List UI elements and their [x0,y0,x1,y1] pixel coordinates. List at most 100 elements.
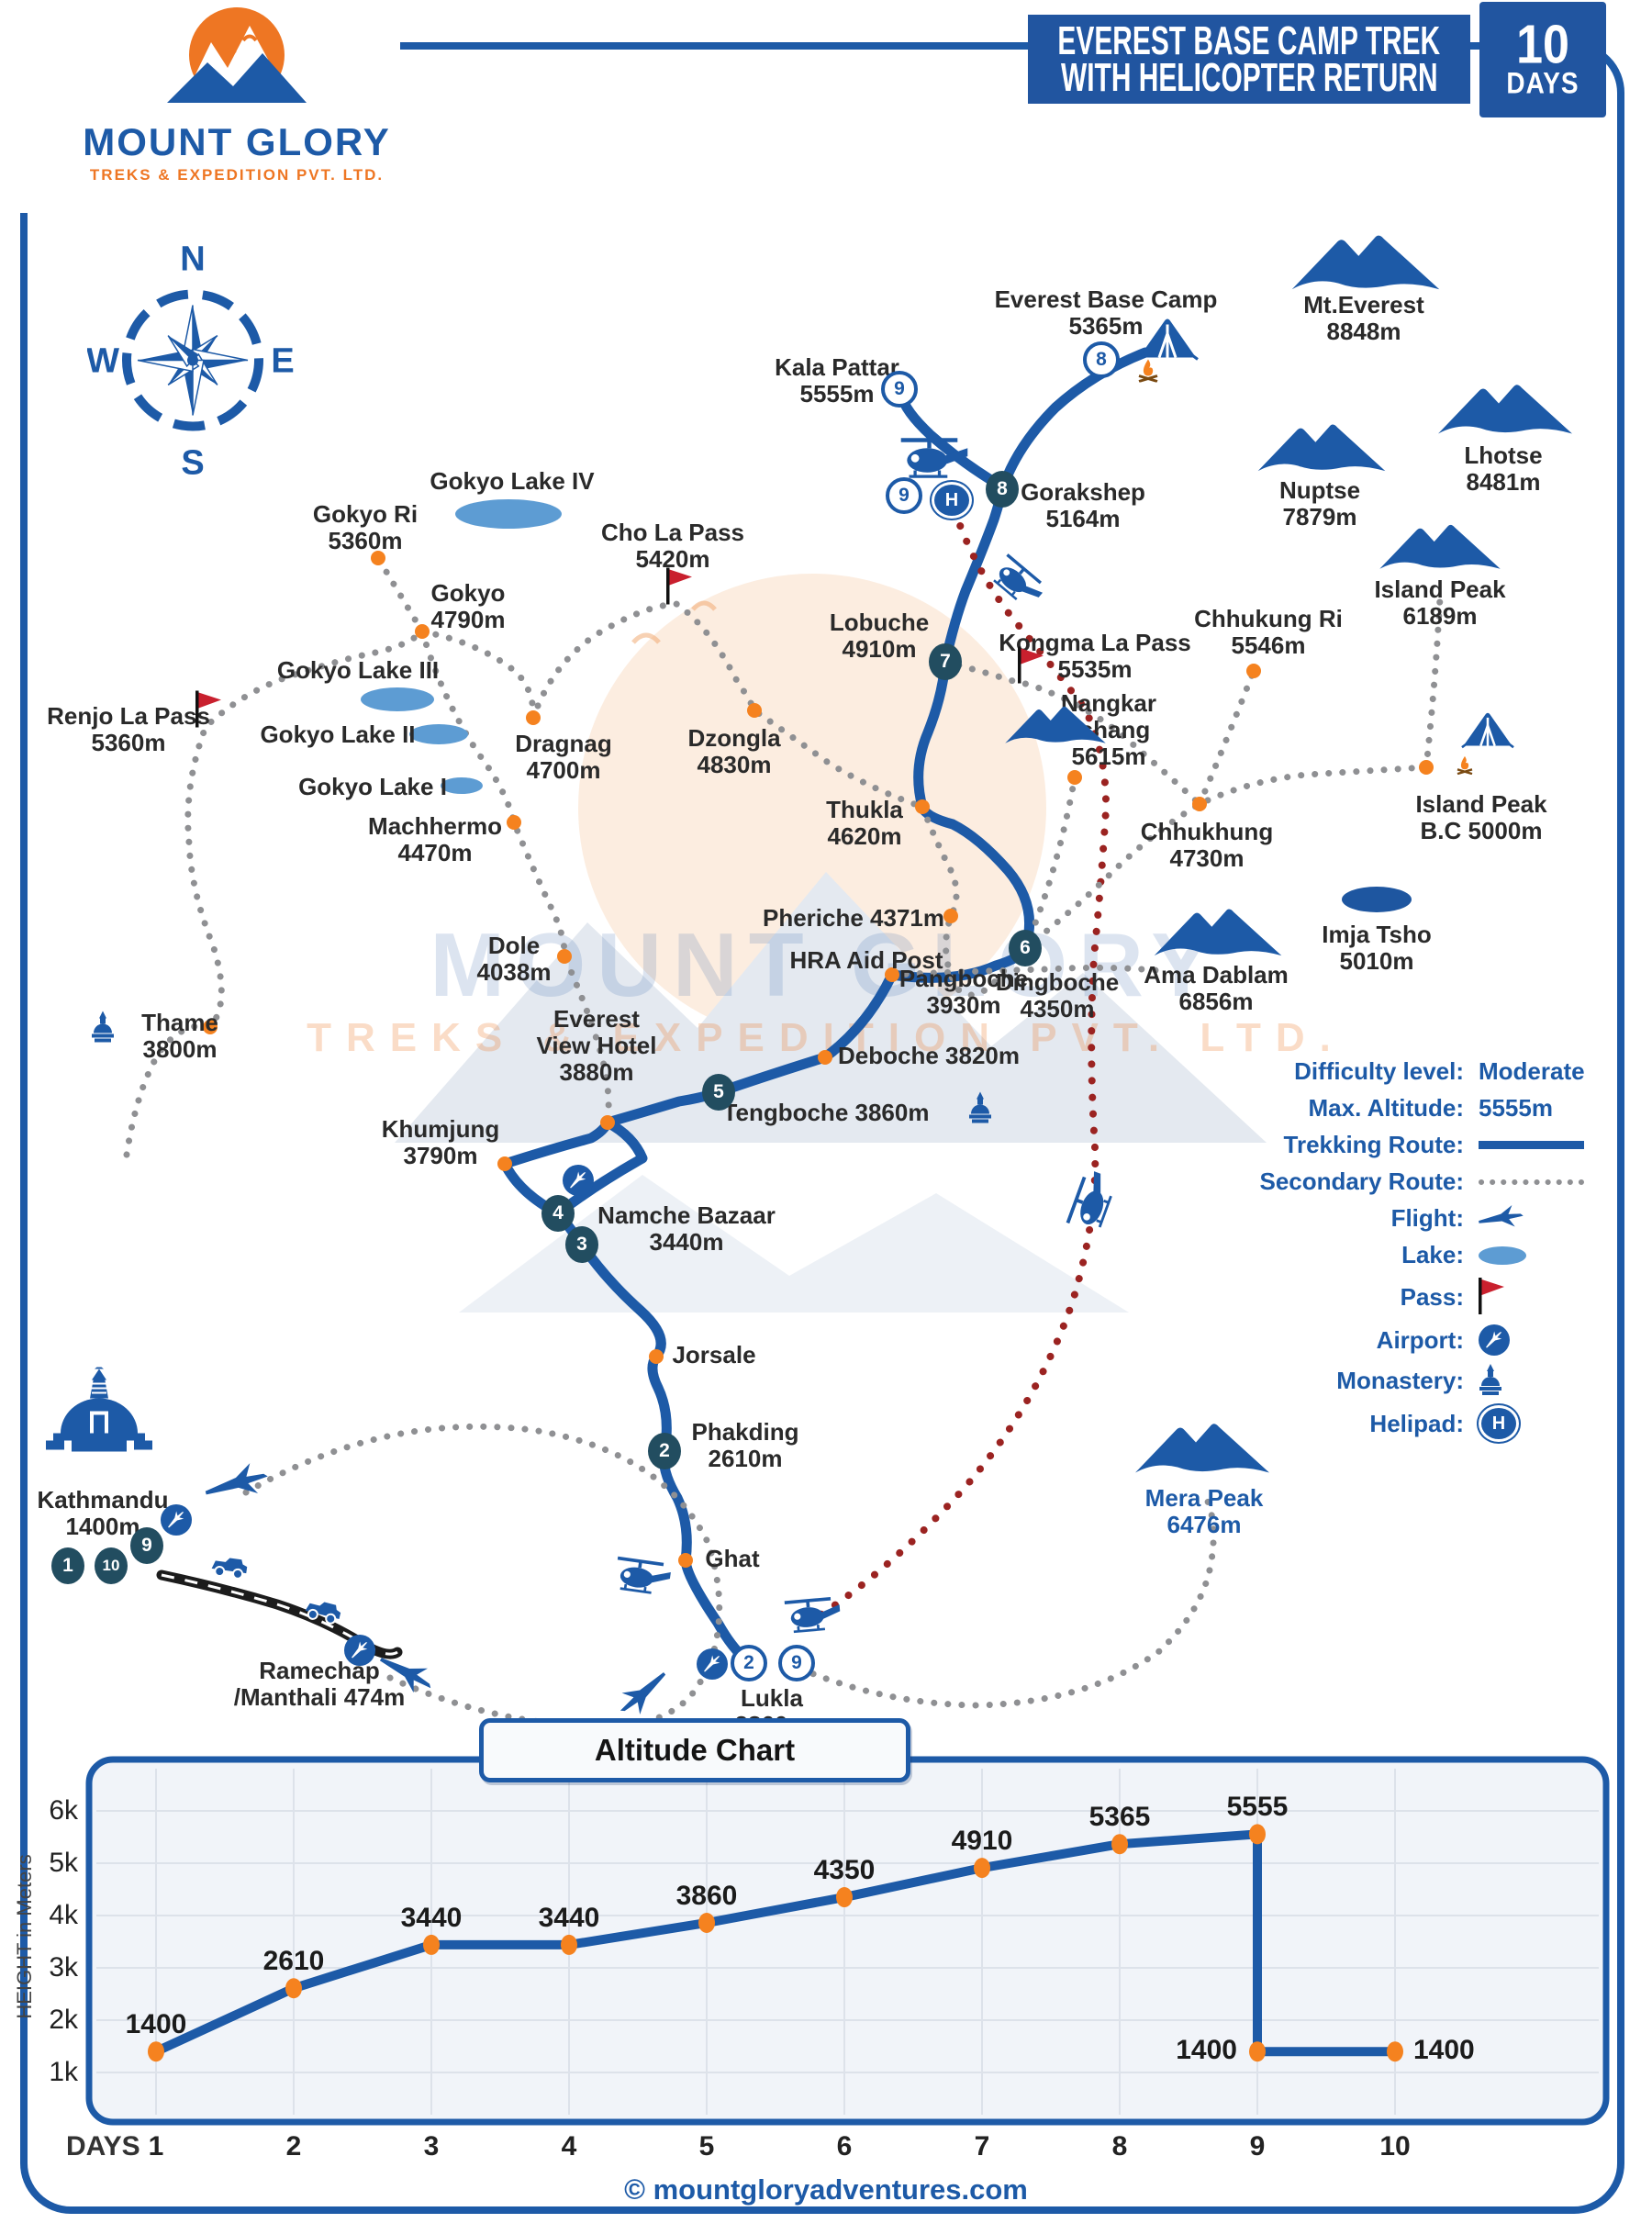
legend-row-airport-: Airport: [1257,1324,1606,1356]
chart-point-day7 [974,1858,990,1879]
secondary-chhukung-ri [1196,667,1257,808]
chart-point-label: 3440 [400,1902,463,1933]
syangboche-airport-icon [563,1165,594,1196]
duration-word: DAYS [1506,66,1579,100]
chart-point-label: 2610 [262,1946,325,1977]
label-gokyo-lake-1: Gokyo Lake I [298,773,447,800]
chart-ytick-5k: 5k [49,1848,78,1878]
chart-point-label: 5555 [1226,1792,1289,1823]
chart-xtick-day3: 3 [423,2131,440,2162]
ipbc-campfire-icon [1456,755,1475,779]
day-marker-2: 2 [648,1433,681,1469]
legend-row-flight-: Flight: [1257,1204,1606,1233]
legend-row-difficulty-level-: Difficulty level:Moderate [1257,1057,1606,1086]
chart-xtick-day6: 6 [836,2131,853,2162]
chart-point-day1 [148,2041,164,2062]
label-gokyo-lake-2: Gokyo Lake II [260,721,416,748]
legend-value [1479,1364,1502,1397]
day-marker-9: 9 [881,371,918,408]
chart-ytick-4k: 4k [49,1900,78,1930]
label-gokyo-lake-4: Gokyo Lake IV [430,467,595,495]
chart-box [85,1756,1610,2126]
legend-row-trekking-route-: Trekking Route: [1257,1131,1606,1159]
gokyo-ri-dot [371,551,385,565]
chart-ytick-6k: 6k [49,1795,78,1826]
secondary-kongma-la [942,658,1203,808]
pangboche-dot [885,967,899,982]
kathmandu-stupa-icon [44,1365,154,1464]
secondary-ramechap-flight [386,1669,709,1730]
day-marker-9: 9 [778,1645,815,1681]
nuptse-icon [1256,420,1388,479]
day-marker-8: 8 [986,471,1019,508]
jorsale-dot [649,1349,664,1364]
chart-point-day4 [561,1934,577,1955]
ktm-plane-icon [205,1463,269,1508]
ghat-heli-icon [612,1556,674,1603]
legend-value [1479,1204,1524,1232]
chart-xtick-day10: 10 [1379,2131,1411,2162]
footer-website: © mountgloryadventures.com [0,2173,1652,2206]
jeep-icon-2 [304,1600,342,1628]
ktm-airport-icon [161,1504,192,1536]
svg-text:N: N [180,240,205,279]
label-deboche: Deboche 3820m [838,1042,1020,1069]
day-marker-9: 9 [886,477,922,514]
secondary-mera [797,1498,1217,1709]
lukla-plane-icon [614,1671,672,1715]
secondary-renjo-la [123,628,426,1158]
legend-row-secondary-route-: Secondary Route: [1257,1167,1606,1196]
deboche-dot [818,1050,832,1065]
chart-point-day3 [423,1934,440,1955]
chart-point-day6 [836,1887,853,1908]
day-marker-6: 6 [1009,930,1042,966]
svg-text:S: S [181,444,204,483]
mt-everest-icon [1290,230,1442,297]
copyright-icon: © [624,2173,645,2206]
chart-point-label: 4350 [813,1855,876,1886]
label-tengboche: Tengboche 3860m [722,1099,930,1126]
label-hra-aid-post: HRA Aid Post [789,946,943,974]
chart-point-label: 5365 [1088,1802,1151,1833]
ramechap-plane-icon [377,1658,435,1695]
chart-xtick-day4: 4 [561,2131,577,2162]
lhotse-icon [1436,381,1574,442]
thame-dot [203,1020,218,1034]
lake-gokyo-lake-1 [441,777,483,794]
compass-rose-icon: N S W E [86,237,298,489]
ghat-dot [678,1553,693,1568]
ebc-tent-icon [1135,316,1200,368]
gokyo-dot [415,624,430,639]
day-marker-2: 2 [731,1645,767,1681]
secondary-pheriche [919,803,1011,999]
day-marker-3: 3 [565,1226,598,1263]
khumjung-dot [497,1156,512,1171]
lukla-heli-icon [783,1596,844,1641]
nangkar-icon [1004,703,1108,751]
lake-gokyo-lake-4 [455,499,562,529]
kongma-heli-icon [988,553,1046,607]
